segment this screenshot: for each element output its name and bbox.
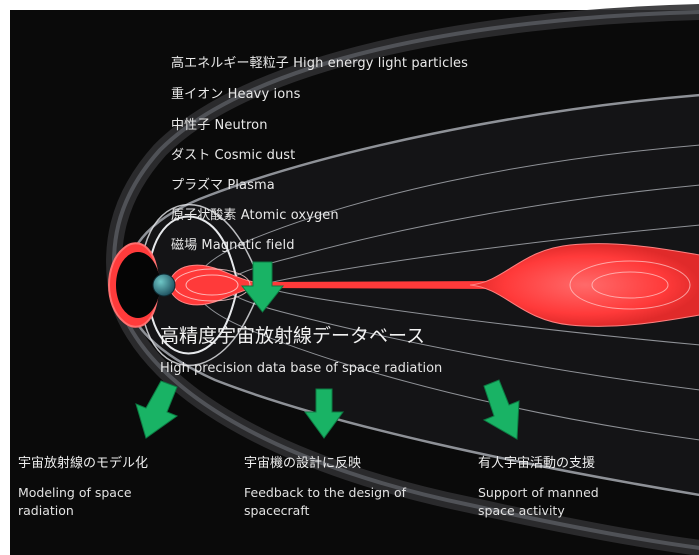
application-manned-en-line2: space activity (478, 501, 565, 520)
application-design-ja: 宇宙機の設計に反映 (244, 456, 361, 472)
database-title-en: High precision data base of space radiat… (160, 361, 442, 377)
earth-icon (153, 274, 175, 296)
plasma-sheet-thin (262, 281, 500, 289)
application-design-en-line1: Feedback to the design of (244, 483, 406, 502)
env-item-magnetic-field: 磁場 Magnetic field (171, 238, 295, 254)
application-manned-ja: 有人宇宙活動の支援 (478, 456, 595, 472)
application-manned-en-line1: Support of manned (478, 483, 599, 502)
application-modeling-en-line2: radiation (18, 501, 74, 520)
env-item-atomic-oxygen: 原子状酸素 Atomic oxygen (171, 208, 339, 224)
application-design-en-line2: spacecraft (244, 501, 309, 520)
env-item-heavy-ions: 重イオン Heavy ions (171, 87, 300, 103)
env-item-cosmic-dust: ダスト Cosmic dust (171, 148, 295, 164)
env-item-neutron: 中性子 Neutron (171, 118, 268, 134)
env-item-high-energy-light-particles: 高エネルギー軽粒子 High energy light particles (171, 56, 468, 72)
env-item-plasma: プラズマ Plasma (171, 178, 275, 194)
application-modeling-ja: 宇宙放射線のモデル化 (18, 456, 148, 472)
database-title-ja: 高精度宇宙放射線データベース (160, 325, 425, 347)
application-modeling-en-line1: Modeling of space (18, 483, 132, 502)
